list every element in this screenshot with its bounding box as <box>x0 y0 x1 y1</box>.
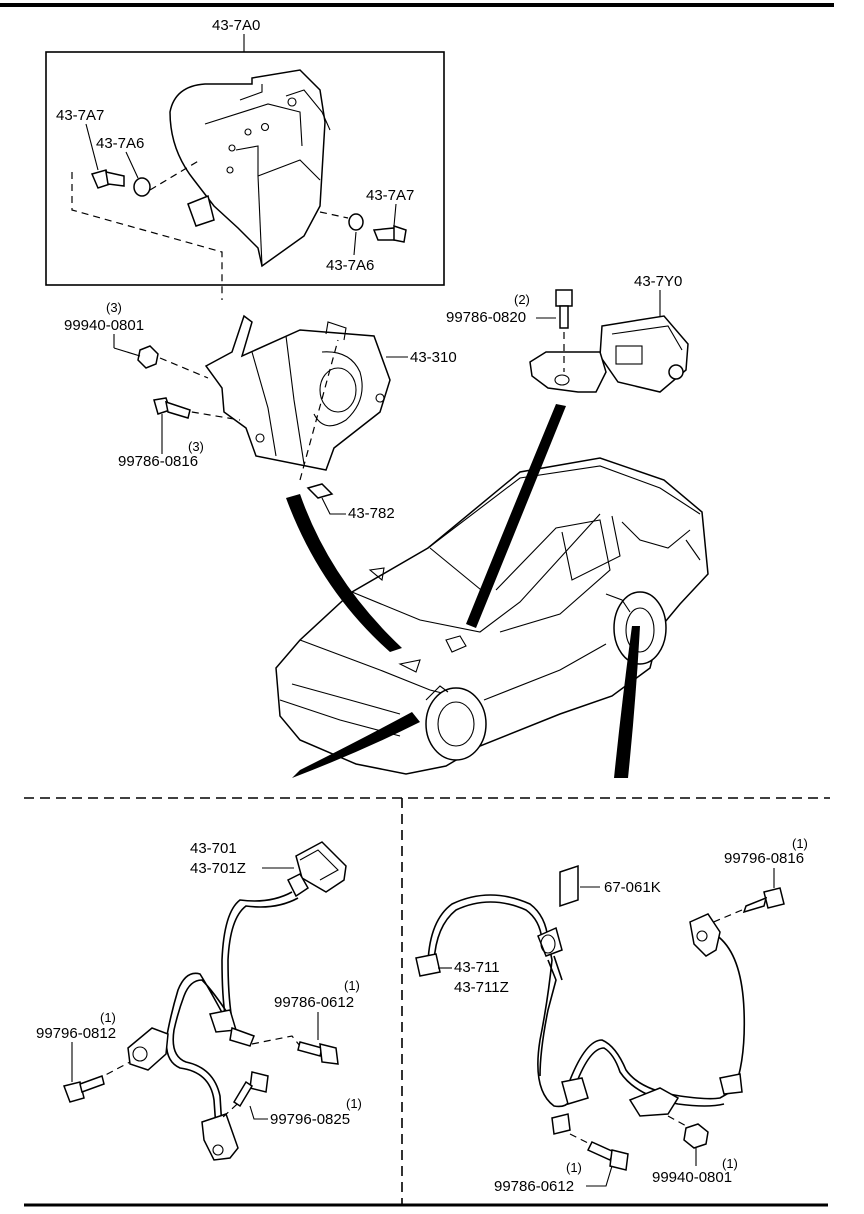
bracket-nut <box>137 345 159 369</box>
sensor-bolt <box>555 289 573 329</box>
label-rear-bolt-bottom-qty: (1) <box>566 1160 582 1175</box>
label-99786-0612-right: 99786-0612 <box>494 1178 574 1195</box>
label-rear-nut-qty: (1) <box>722 1156 738 1171</box>
bracket-clip <box>306 483 334 499</box>
label-43-711: 43-711 <box>454 959 500 976</box>
label-99796-0816: 99796-0816 <box>724 850 804 867</box>
label-99796-0825: 99796-0825 <box>270 1111 350 1128</box>
front-sensor-bracket <box>127 1027 169 1071</box>
hu-mount-bolt-left <box>90 169 125 189</box>
label-43-310: 43-310 <box>410 349 457 366</box>
label-43-701z: 43-701Z <box>190 860 246 877</box>
pointer-to-front-sensor <box>292 712 420 778</box>
rear-sensor-bracket <box>628 1073 743 1117</box>
label-front-bolt-left-qty: (1) <box>100 1010 116 1025</box>
hu-assembly-label: 43-7A0 <box>212 17 260 34</box>
hydraulic-unit-group: 43-7A0 43-7A7 <box>45 17 445 300</box>
pointer-to-rear-sensor <box>614 626 640 778</box>
yaw-sensor-group: 43-7Y0 (2) 99786-0820 <box>446 273 689 393</box>
label-43-782: 43-782 <box>348 505 395 522</box>
label-99940-0801-bottom: 99940-0801 <box>652 1169 732 1186</box>
front-bolt-0812 <box>63 1075 105 1103</box>
hu-grommet-right <box>348 213 364 231</box>
label-43-701: 43-701 <box>190 840 237 857</box>
label-99786-0820: 99786-0820 <box>446 309 526 326</box>
front-bolt-0612 <box>297 1041 339 1065</box>
label-67-061k: 67-061K <box>604 879 661 896</box>
rear-bolt-0816 <box>742 887 785 914</box>
label-rear-bolt-top-qty: (1) <box>792 836 808 851</box>
label-43-7y0: 43-7Y0 <box>634 273 682 290</box>
label-nut-qty: (3) <box>106 300 122 315</box>
label-99786-0816: 99786-0816 <box>118 453 198 470</box>
label-43-711z: 43-711Z <box>454 979 509 996</box>
rear-sensor-head <box>689 913 721 957</box>
bracket-bolt <box>153 397 191 419</box>
hu-grommet-left <box>133 177 151 197</box>
yaw-sensor-unit <box>599 315 689 393</box>
label-99786-0612-left: 99786-0612 <box>274 994 354 1011</box>
rear-nut <box>683 1123 709 1149</box>
front-sensor-head <box>201 1113 239 1161</box>
rear-wheel-sensor-group: (1) 99796-0816 67-061K <box>415 836 808 1195</box>
hu-bracket <box>204 314 391 471</box>
yaw-sensor-bracket <box>529 351 607 393</box>
label-99796-0812: 99796-0812 <box>36 1025 116 1042</box>
rear-bolt-0612 <box>586 1141 629 1171</box>
front-wheel-sensor-group: 43-701 43-701Z (1) 99786 <box>36 840 362 1161</box>
label-99940-0801-top: 99940-0801 <box>64 317 144 334</box>
pointer-to-bracket <box>286 494 402 652</box>
hu-bracket-group: (3) 99940-0801 99786-0816 (3) 43-310 43-… <box>64 300 457 522</box>
front-sensor-connector <box>286 841 347 898</box>
pointer-to-yaw-sensor <box>466 404 566 628</box>
label-sensor-bolt-qty: (2) <box>514 292 530 307</box>
label-43-7a7-left: 43-7A7 <box>56 107 104 124</box>
rear-sensor-grommet <box>537 926 563 957</box>
label-43-7a6-right: 43-7A6 <box>326 257 374 274</box>
hu-mount-bolt-right <box>372 224 407 243</box>
label-43-7a6-left: 43-7A6 <box>96 135 144 152</box>
label-front-bolt-right-qty: (1) <box>344 978 360 993</box>
front-sensor-clip <box>209 1009 255 1047</box>
hydraulic-unit <box>169 69 331 268</box>
label-front-bolt-bottom-qty: (1) <box>346 1096 362 1111</box>
vehicle-illustration <box>275 457 709 775</box>
front-bolt-0825 <box>232 1071 269 1108</box>
rear-sensor-clip-lower <box>551 1077 589 1135</box>
hu-assembly-box <box>45 51 445 286</box>
label-tag-67-061k <box>559 864 579 908</box>
label-bolt-qty: (3) <box>188 439 204 454</box>
label-43-7a7-right: 43-7A7 <box>366 187 414 204</box>
rear-sensor-connector <box>415 953 441 977</box>
